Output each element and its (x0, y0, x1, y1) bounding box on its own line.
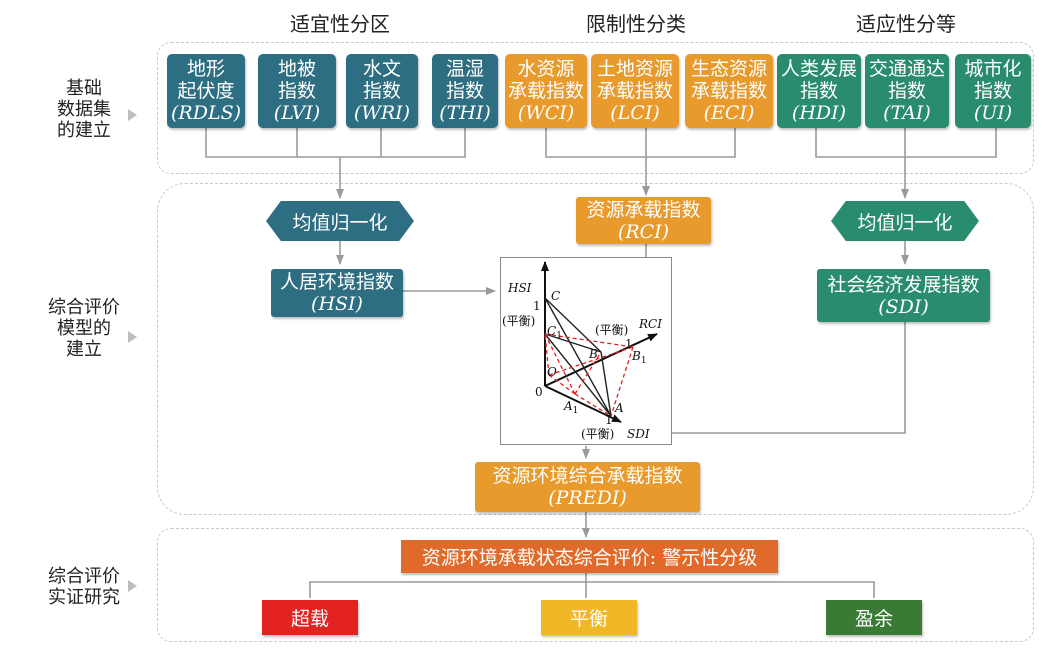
inset-c1-label: C1 (547, 324, 562, 342)
inset-a1-label: A1 (564, 399, 579, 417)
grade-overload: 超载 (262, 600, 358, 635)
dash-a1-a (574, 393, 612, 417)
edge-c1b (544, 333, 602, 353)
thi-abbr: (THI) (439, 102, 491, 124)
tai-name: 交通通达 指数 (868, 58, 945, 102)
model-arrow-icon (128, 331, 137, 343)
predi-box: 资源环境综合承载指数 (PREDI) (475, 462, 700, 512)
label-dataset: 基础 数据集 的建立 (57, 78, 111, 141)
hdi-box: 人类发展 指数 (HDI) (777, 54, 861, 128)
sdi-abbr: (SDI) (878, 295, 929, 318)
empirical-arrow-icon (128, 580, 137, 592)
eci-abbr: (ECI) (703, 102, 755, 124)
wri-abbr: (WRI) (353, 102, 411, 124)
eci-box: 生态资源 承载指数 (ECI) (685, 54, 773, 128)
dash-o-a1 (548, 374, 576, 395)
inset-one-hsi: 1 (533, 299, 541, 313)
hsi-box: 人居环境指数 (HSI) (271, 269, 403, 317)
dash-b1-a (610, 346, 634, 417)
hsi-name: 人居环境指数 (279, 271, 394, 293)
inset-sdi-label: SDI (627, 427, 650, 441)
inset-a-label: A (615, 401, 624, 415)
inset-balance-sdi: (平衡) (581, 427, 615, 441)
rci-name: 资源承载指数 (586, 198, 701, 221)
inset-b1-label: B1 (632, 349, 647, 367)
dataset-region (157, 42, 1034, 174)
sdi-name: 社会经济发展指数 (827, 273, 980, 296)
rdls-abbr: (RDLS) (171, 102, 241, 124)
inset-one-rci: 1 (625, 337, 633, 351)
inset-zero-label: 0 (535, 385, 543, 399)
header-suitability: 适宜性分区 (290, 12, 390, 36)
predi-name: 资源环境综合承载指数 (492, 465, 683, 487)
rci-abbr: (RCI) (617, 220, 670, 243)
lvi-abbr: (LVI) (273, 102, 321, 124)
hsi-abbr: (HSI) (311, 293, 363, 315)
dash-c1-b1 (544, 333, 634, 348)
wri-name: 水文 指数 (362, 58, 401, 102)
label-empirical: 综合评价 实证研究 (48, 566, 120, 608)
wri-box: 水文 指数 (WRI) (346, 54, 418, 128)
tai-abbr: (TAI) (883, 102, 931, 124)
sdi-axis-line (544, 385, 622, 423)
ui-box: 城市化 指数 (UI) (955, 54, 1031, 128)
rdls-name: 地形 起伏度 (177, 58, 235, 102)
edge-ba (600, 351, 612, 417)
inset-figure (541, 261, 658, 423)
wci-box: 水资源 承载指数 (WCI) (505, 54, 587, 128)
ui-name: 城市化 指数 (964, 58, 1022, 102)
sdi-box: 社会经济发展指数 (SDI) (817, 269, 990, 322)
hdi-abbr: (HDI) (791, 102, 847, 124)
normalize-left-hex: 均值归一化 (266, 201, 414, 241)
tai-box: 交通通达 指数 (TAI) (865, 54, 949, 128)
rdls-box: 地形 起伏度 (RDLS) (167, 54, 245, 128)
inset-balance-rci: (平衡) (595, 323, 629, 337)
ui-abbr: (UI) (973, 102, 1013, 124)
three-axis-inset: HSI C 1 (平衡) C1 (平衡) RCI 1 B B1 O 0 A1 A… (500, 257, 672, 445)
inset-c-label: C (551, 289, 561, 303)
empirical-region (157, 528, 1034, 642)
wci-name: 水资源 承载指数 (507, 58, 584, 102)
dash-o-b1 (548, 346, 634, 376)
inset-rci-label: RCI (639, 317, 662, 331)
header-adaptability: 适应性分等 (856, 12, 956, 36)
grade-surplus: 盈余 (826, 600, 922, 635)
inset-b-label: B (589, 347, 598, 361)
edge-c1a (544, 333, 612, 417)
wci-abbr: (WCI) (517, 102, 575, 124)
thi-name: 温湿 指数 (445, 58, 484, 102)
hdi-name: 人类发展 指数 (780, 58, 857, 102)
inset-o-label: O (547, 365, 557, 379)
rci-axis-line (544, 333, 658, 387)
header-restriction: 限制性分类 (586, 12, 686, 36)
lci-abbr: (LCI) (610, 102, 660, 124)
lvi-name: 地被 指数 (277, 58, 316, 102)
eci-name: 生态资源 承载指数 (690, 58, 767, 102)
inset-balance-hsi: (平衡) (502, 314, 536, 328)
lci-name: 土地资源 承载指数 (596, 58, 673, 102)
dataset-arrow-icon (128, 109, 137, 121)
predi-abbr: (PREDI) (548, 487, 627, 509)
lci-box: 土地资源 承载指数 (LCI) (591, 54, 679, 128)
inset-hsi-label: HSI (508, 281, 532, 295)
lvi-box: 地被 指数 (LVI) (258, 54, 336, 128)
evaluation-box: 资源环境承载状态综合评价: 警示性分级 (401, 540, 778, 573)
grade-balance: 平衡 (541, 600, 637, 635)
edge-cb (544, 297, 602, 353)
rci-box: 资源承载指数 (RCI) (576, 197, 711, 244)
normalize-right-hex: 均值归一化 (831, 201, 979, 241)
model-region (157, 183, 1034, 515)
inset-one-sdi: 1 (605, 413, 613, 427)
thi-box: 温湿 指数 (THI) (432, 54, 498, 128)
label-model: 综合评价 模型的 建立 (48, 297, 120, 360)
edge-ca (544, 297, 612, 417)
dash-a1-b (574, 351, 602, 395)
